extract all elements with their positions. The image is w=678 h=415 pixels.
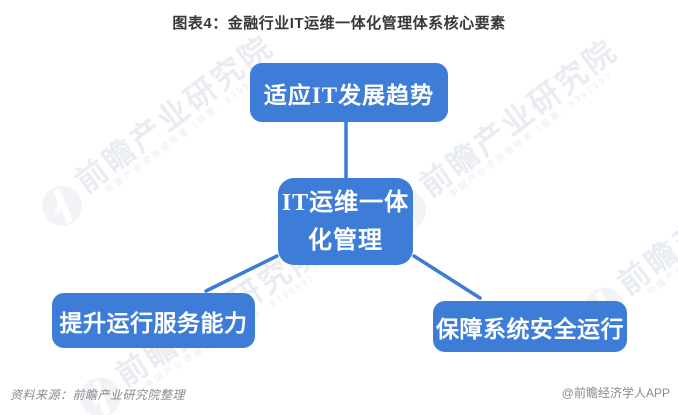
node-label: 提升运行服务能力 — [59, 310, 248, 336]
figure-title: 图表4：金融行业IT运维一体化管理体系核心要素 — [172, 15, 506, 32]
node-label: 保障系统安全运行 — [436, 316, 624, 342]
source-note: 资料来源：前瞻产业研究院整理 — [10, 388, 186, 402]
node-ensure-system-security: 保障系统安全运行 — [433, 301, 627, 352]
credit-note: @前瞻经济学人APP — [561, 386, 670, 400]
node-it-ops-integrated-management: IT运维一体 化管理 — [278, 178, 413, 265]
node-label-line1: IT运维一体 — [281, 189, 410, 216]
connector-center-bottomleft — [204, 254, 279, 293]
node-label: 适应IT发展趋势 — [263, 82, 435, 108]
connector-center-bottomright — [412, 254, 482, 300]
node-improve-service-capability: 提升运行服务能力 — [52, 293, 255, 348]
node-label-line2: 化管理 — [308, 227, 383, 254]
node-adapt-it-trend: 适应IT发展趋势 — [250, 63, 448, 122]
